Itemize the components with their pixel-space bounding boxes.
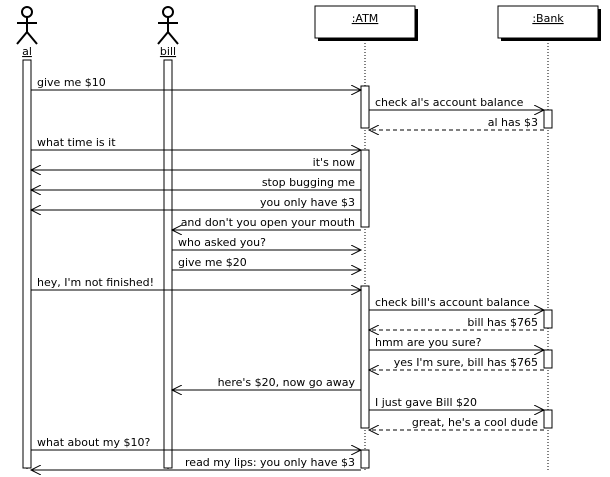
message-label: it's now bbox=[313, 156, 355, 169]
actor-label-bill: bill bbox=[160, 45, 176, 58]
activation-bar-atm bbox=[360, 285, 370, 429]
message-label: hmm are you sure? bbox=[375, 336, 482, 349]
actor-atm: :ATM bbox=[314, 5, 418, 41]
message-14: hmm are you sure? bbox=[369, 336, 544, 350]
activation-bar-bank bbox=[543, 309, 553, 329]
activation-bar-atm bbox=[360, 85, 370, 129]
message-2: check al's account balance bbox=[369, 96, 544, 110]
activation-bar-bank bbox=[543, 109, 553, 129]
message-label: al has $3 bbox=[488, 116, 538, 129]
message-label: you only have $3 bbox=[260, 196, 355, 209]
message-label: give me $20 bbox=[178, 256, 247, 269]
activation-bar-al bbox=[22, 59, 32, 469]
message-label: who asked you? bbox=[178, 236, 266, 249]
message-7: you only have $3 bbox=[31, 196, 361, 210]
message-5: it's now bbox=[31, 156, 361, 170]
message-18: great, he's a cool dude bbox=[369, 416, 544, 430]
message-label: I just gave Bill $20 bbox=[375, 396, 477, 409]
message-label: check bill's account balance bbox=[375, 296, 530, 309]
message-1: give me $10 bbox=[31, 76, 361, 90]
message-19: what about my $10? bbox=[31, 436, 361, 450]
message-20: read my lips: you only have $3 bbox=[31, 456, 361, 470]
activation-bar-bank bbox=[543, 349, 553, 369]
message-12: check bill's account balance bbox=[369, 296, 544, 310]
message-label: hey, I'm not finished! bbox=[37, 276, 154, 289]
activation-bar-bank bbox=[543, 409, 553, 429]
message-label: here's $20, now go away bbox=[218, 376, 356, 389]
message-6: stop bugging me bbox=[31, 176, 361, 190]
message-4: what time is it bbox=[31, 136, 361, 150]
activation-bar-atm bbox=[360, 149, 370, 228]
message-8: and don't you open your mouth bbox=[172, 216, 361, 230]
message-label: check al's account balance bbox=[375, 96, 524, 109]
message-9: who asked you? bbox=[172, 236, 361, 250]
message-13: bill has $765 bbox=[369, 316, 544, 330]
actor-label-al: al bbox=[22, 45, 32, 58]
activation-bar-atm bbox=[360, 449, 370, 469]
message-label: read my lips: you only have $3 bbox=[185, 456, 355, 469]
message-label: stop bugging me bbox=[262, 176, 355, 189]
actor-label-bank: :Bank bbox=[532, 12, 564, 25]
message-11: hey, I'm not finished! bbox=[31, 276, 361, 290]
message-label: what time is it bbox=[37, 136, 116, 149]
actor-label-atm: :ATM bbox=[352, 12, 379, 25]
message-10: give me $20 bbox=[172, 256, 361, 270]
activation-bar-bill bbox=[163, 59, 173, 469]
message-15: yes I'm sure, bill has $765 bbox=[369, 356, 544, 370]
actor-bill: bill bbox=[157, 6, 179, 58]
message-label: great, he's a cool dude bbox=[412, 416, 538, 429]
message-label: yes I'm sure, bill has $765 bbox=[394, 356, 538, 369]
message-17: I just gave Bill $20 bbox=[369, 396, 544, 410]
message-label: and don't you open your mouth bbox=[181, 216, 355, 229]
message-label: what about my $10? bbox=[37, 436, 150, 449]
message-3: al has $3 bbox=[369, 116, 544, 130]
actor-al: al bbox=[16, 6, 38, 58]
message-16: here's $20, now go away bbox=[172, 376, 361, 390]
message-label: give me $10 bbox=[37, 76, 106, 89]
message-label: bill has $765 bbox=[467, 316, 538, 329]
actor-bank: :Bank bbox=[497, 5, 601, 41]
